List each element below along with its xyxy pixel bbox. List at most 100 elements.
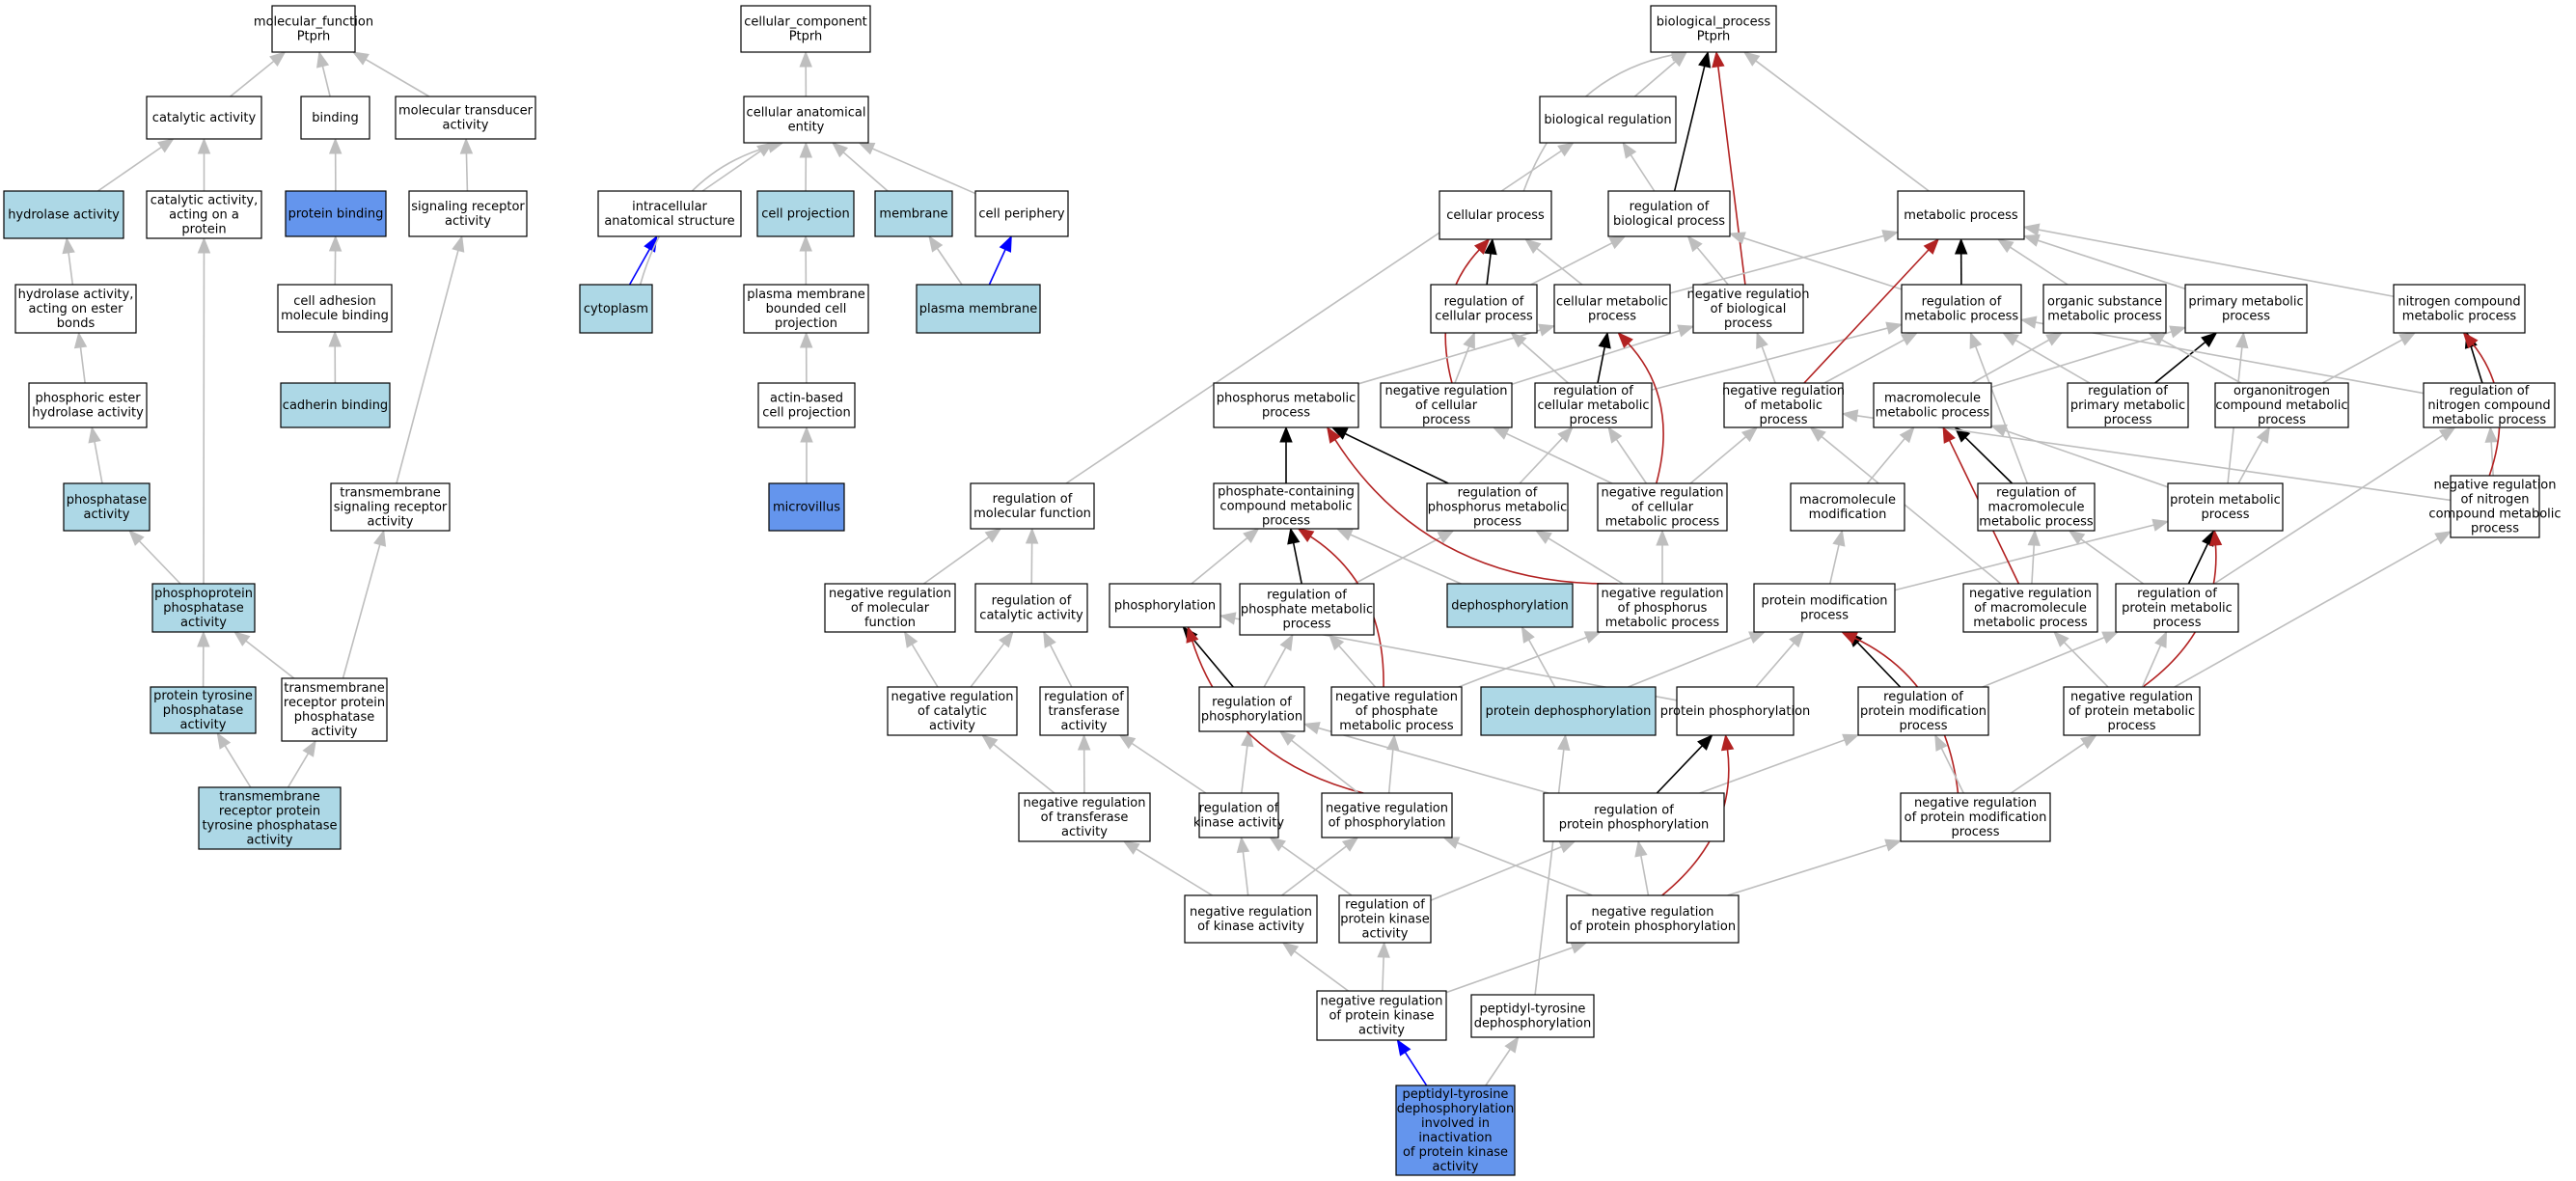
term-label-line: metabolic process: [1979, 515, 2094, 530]
go-term-node-microv[interactable]: microvillus: [768, 482, 845, 532]
go-term-node-hyd[interactable]: hydrolase activity: [3, 190, 124, 239]
term-label-line: projection: [775, 316, 837, 331]
term-label-line: protein binding: [288, 207, 384, 222]
go-term-node-bioreg[interactable]: biological regulation: [1539, 96, 1677, 144]
go-term-node-membrane[interactable]: membrane: [874, 190, 953, 237]
go-term-node-cellproj[interactable]: cell projection: [756, 190, 855, 237]
go-term-node-cellper[interactable]: cell periphery: [974, 190, 1069, 237]
go-term-node-bind[interactable]: binding: [300, 96, 370, 140]
go-term-node-pm[interactable]: plasma membrane: [916, 284, 1041, 334]
term-label-line: dephosphorylation: [1451, 599, 1568, 614]
go-term-node-cyto[interactable]: cytoplasm: [579, 284, 653, 334]
edge-arrowhead-protmod-to-protmetab: [2151, 518, 2170, 532]
edge-arrowhead-cae-to-cc: [799, 50, 812, 68]
go-term-node-leaf[interactable]: peptidyl-tyrosinedephosphorylationinvolv…: [1395, 1085, 1516, 1176]
go-term-node-cellproc[interactable]: cellular process: [1439, 190, 1552, 240]
go-term-node-protphos[interactable]: protein phosphorylation: [1660, 686, 1811, 736]
go-term-node-phosph[interactable]: phosphorylation: [1109, 583, 1221, 628]
go-term-node-metab[interactable]: metabolic process: [1897, 190, 2025, 240]
term-label-line: of protein kinase: [1403, 1145, 1508, 1160]
go-term-node-protbind[interactable]: protein binding: [285, 190, 387, 237]
go-term-node-cat[interactable]: catalytic activity: [146, 96, 262, 140]
term-label-line: hydrolase activity,: [18, 288, 134, 302]
term-label-line: phosphorylation: [1114, 599, 1216, 614]
go-term-node-protdephos[interactable]: protein dephosphorylation: [1480, 686, 1657, 736]
term-box: [1109, 583, 1221, 628]
term-label-line: biological regulation: [1544, 113, 1671, 127]
term-box: [271, 5, 356, 53]
edge-arrowhead-negprotphos-to-regprotphos: [1634, 839, 1648, 858]
go-term-node-cadh[interactable]: cadherin binding: [280, 382, 391, 428]
go-term-node-dephos[interactable]: dephosphorylation: [1446, 583, 1574, 628]
term-label-line: negative regulation: [1190, 905, 1312, 920]
term-box: [1446, 583, 1574, 628]
